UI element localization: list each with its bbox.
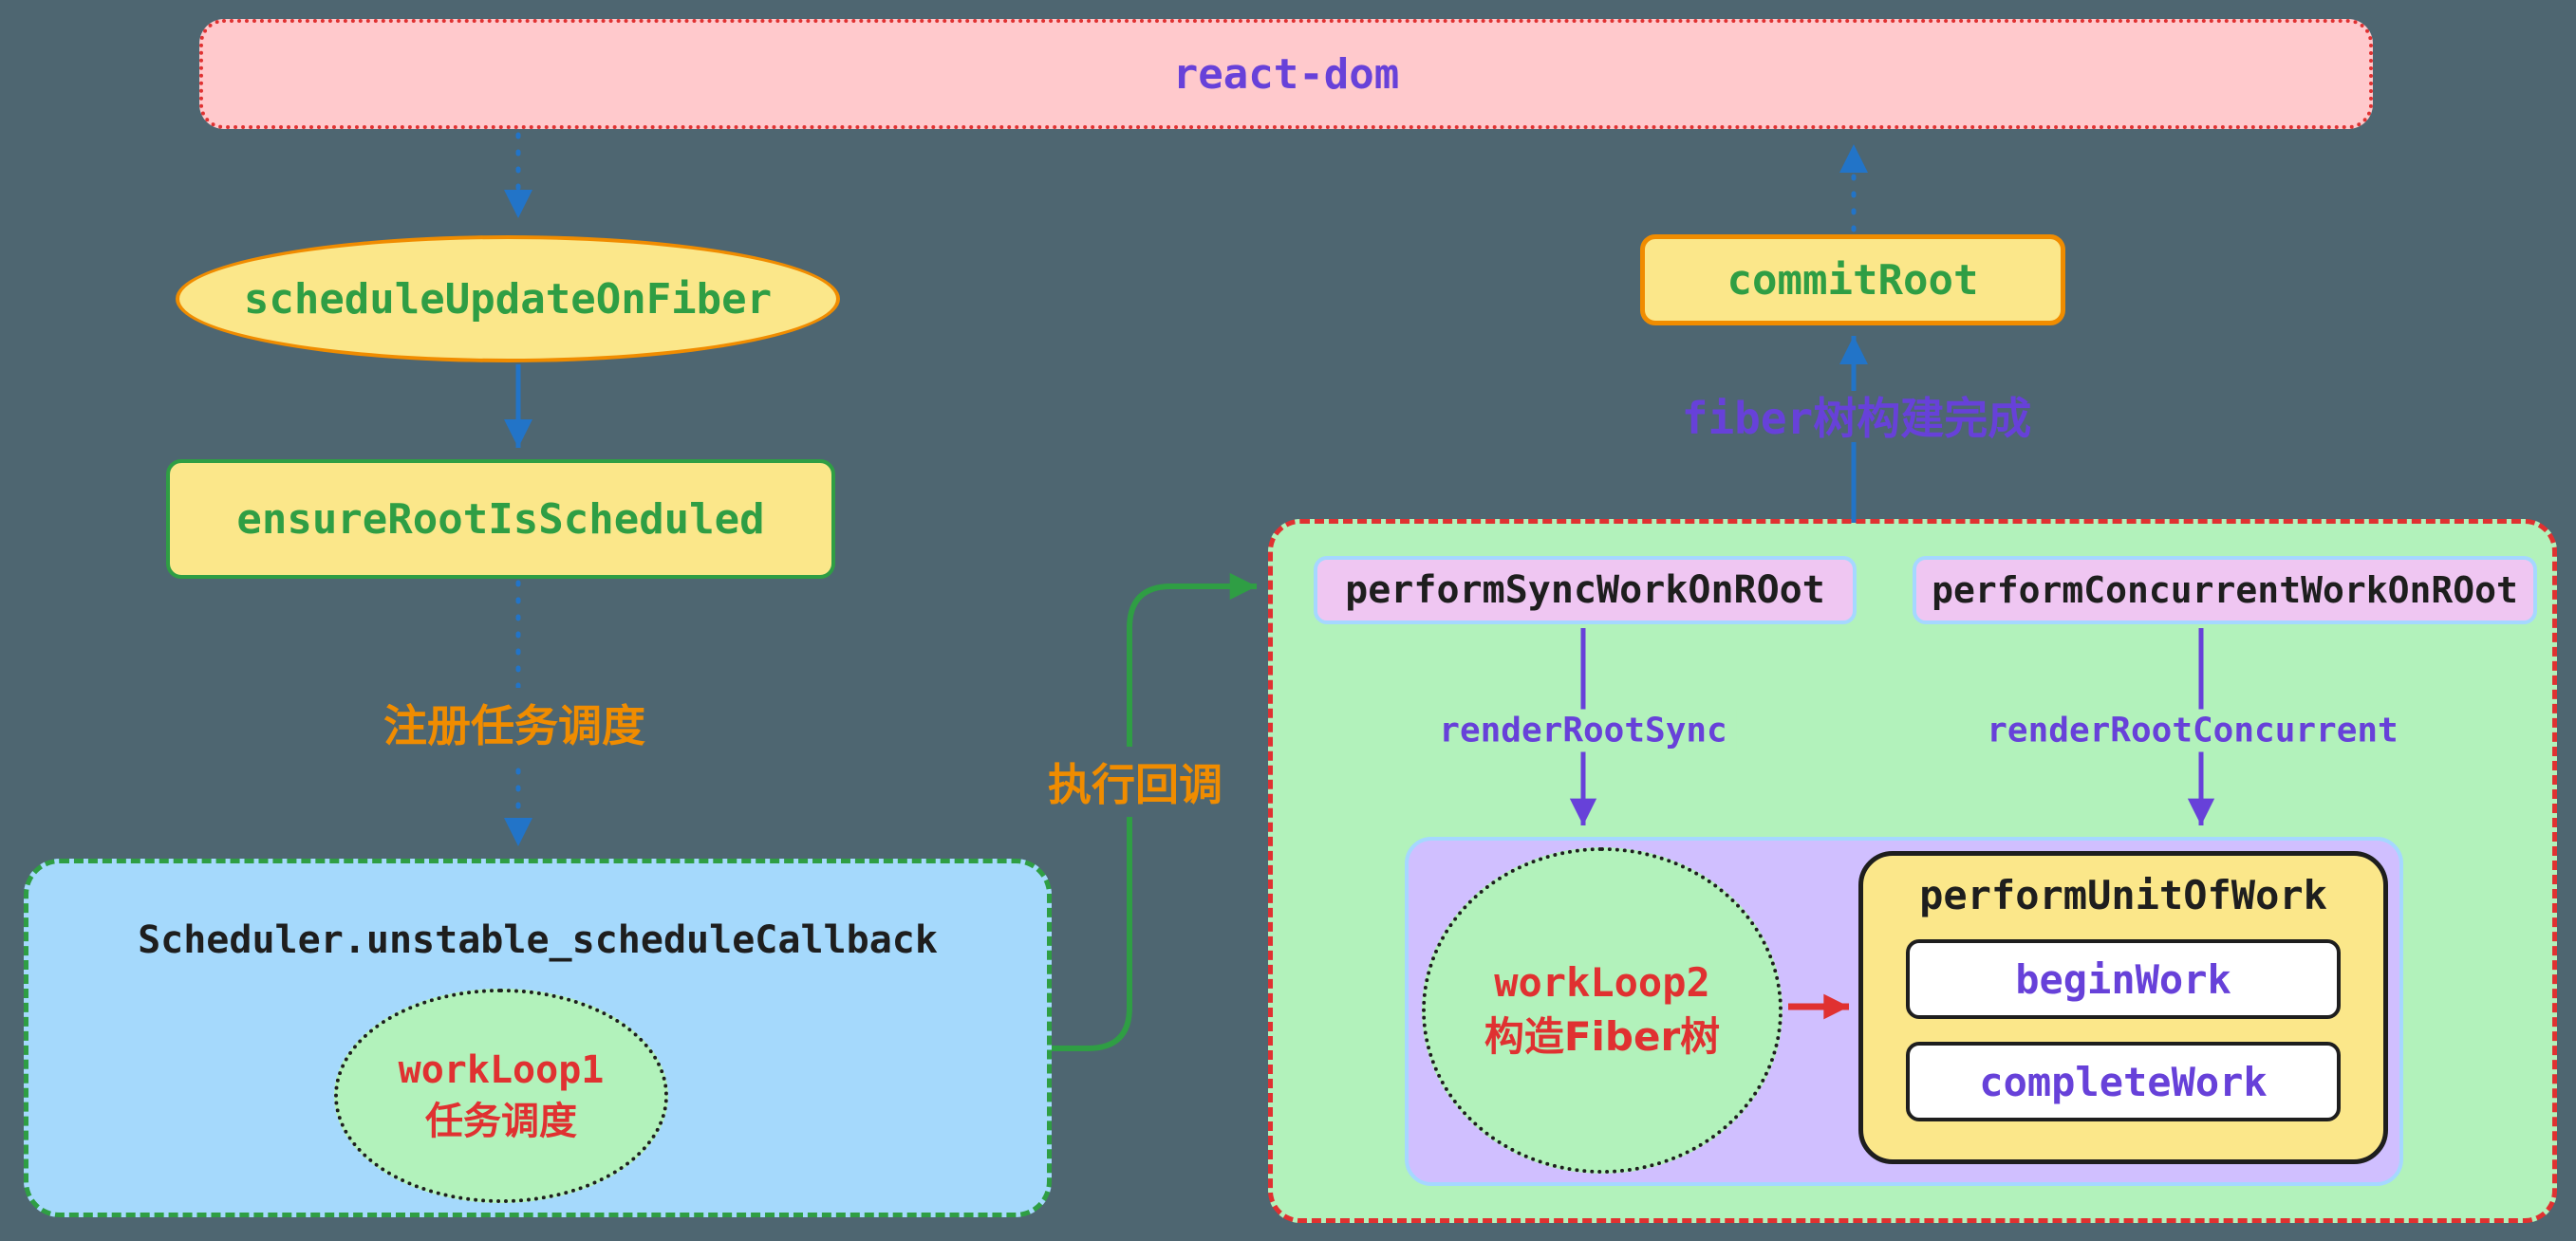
fiber-tree-done-label: fiber树构建完成: [1681, 393, 2032, 444]
react-dom-node: react-dom: [199, 19, 2373, 129]
perform-sync-work-node: performSyncWorkOnROot: [1314, 556, 1857, 624]
workloop2-subtitle: 构造Fiber树: [1484, 1013, 1721, 1060]
workloop1-title: workLoop1: [398, 1048, 605, 1092]
workloop2-title: workLoop2: [1494, 959, 1710, 1007]
workloop2-ellipse: workLoop2 构造Fiber树: [1422, 847, 1783, 1174]
schedule-update-on-fiber-node: scheduleUpdateOnFiber: [176, 235, 840, 362]
perform-concurrent-work-node: performConcurrentWorkOnROot: [1913, 556, 2537, 624]
execute-callback-label: 执行回调: [1038, 747, 1232, 817]
render-root-sync-label: renderRootSync: [1429, 709, 1737, 752]
scheduler-callback-title: Scheduler.unstable_scheduleCallback: [138, 918, 938, 962]
workloop1-subtitle: 任务调度: [425, 1100, 577, 1143]
ensure-root-is-scheduled-node: ensureRootIsScheduled: [166, 459, 835, 579]
complete-work-node: completeWork: [1906, 1042, 2341, 1121]
commit-root-node: commitRoot: [1640, 234, 2065, 325]
workloop1-ellipse: workLoop1 任务调度: [334, 989, 668, 1203]
register-task-label: 注册任务调度: [374, 688, 655, 758]
perform-unit-of-work-title: performUnitOfWork: [1919, 871, 2327, 918]
begin-work-node: beginWork: [1906, 939, 2341, 1019]
arrow-scheduler-to-greenpanel: [1052, 572, 1257, 1051]
render-root-concurrent-label: renderRootConcurrent: [1977, 709, 2408, 752]
